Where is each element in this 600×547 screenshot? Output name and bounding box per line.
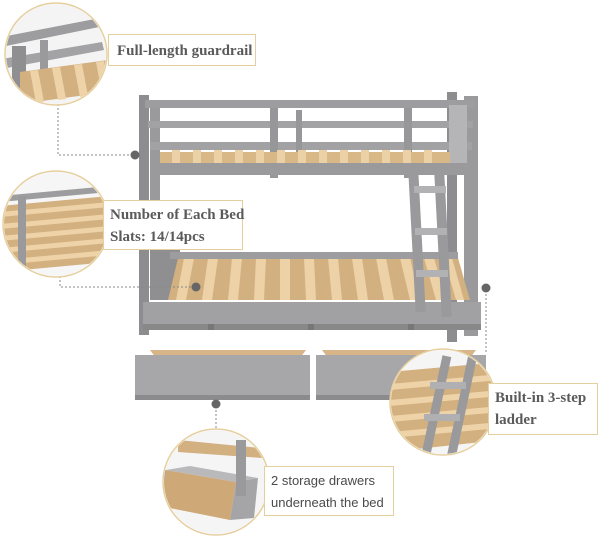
upper-headboard — [449, 105, 467, 163]
upper-mid-rail — [148, 121, 473, 128]
lower-bed-slats — [168, 258, 470, 300]
drawers-callout-line-2: underneath the bed — [271, 495, 384, 510]
ladder-detail-inset — [389, 348, 497, 456]
lower-back-rail — [170, 252, 458, 259]
guardrail-callout-text: Full-length guardrail — [117, 43, 253, 59]
upper-bed-slats — [160, 150, 450, 164]
lower-front-rail — [143, 302, 481, 326]
ladder — [408, 171, 452, 318]
ladder-callout-line-2: ladder — [495, 412, 537, 428]
leader-lines — [57, 104, 487, 430]
storage-drawer-left — [135, 350, 310, 400]
rear-right-post — [447, 92, 457, 342]
slats-callout-line-1: Number of Each Bed — [110, 207, 245, 223]
drawers-callout-line-1: 2 storage drawers — [271, 473, 376, 488]
upper-side-rail — [150, 163, 468, 175]
front-right-post — [464, 96, 478, 336]
upper-top-rail — [145, 100, 475, 108]
ladder-callout-line-1: Built-in 3-step — [495, 390, 587, 406]
guardrail-detail-inset — [4, 2, 108, 106]
ladder-callout: Built-in 3-step ladder — [488, 383, 598, 435]
drawers-callout: 2 storage drawers underneath the bed — [264, 466, 394, 516]
guardrail-callout: Full-length guardrail — [108, 34, 256, 66]
drawers-detail-inset — [162, 428, 270, 536]
upper-low-rail — [150, 142, 472, 150]
slats-callout-line-2: Slats: 14/14pcs — [110, 229, 205, 245]
slats-detail-inset — [2, 170, 110, 278]
slats-callout: Number of Each Bed Slats: 14/14pcs — [103, 200, 245, 250]
